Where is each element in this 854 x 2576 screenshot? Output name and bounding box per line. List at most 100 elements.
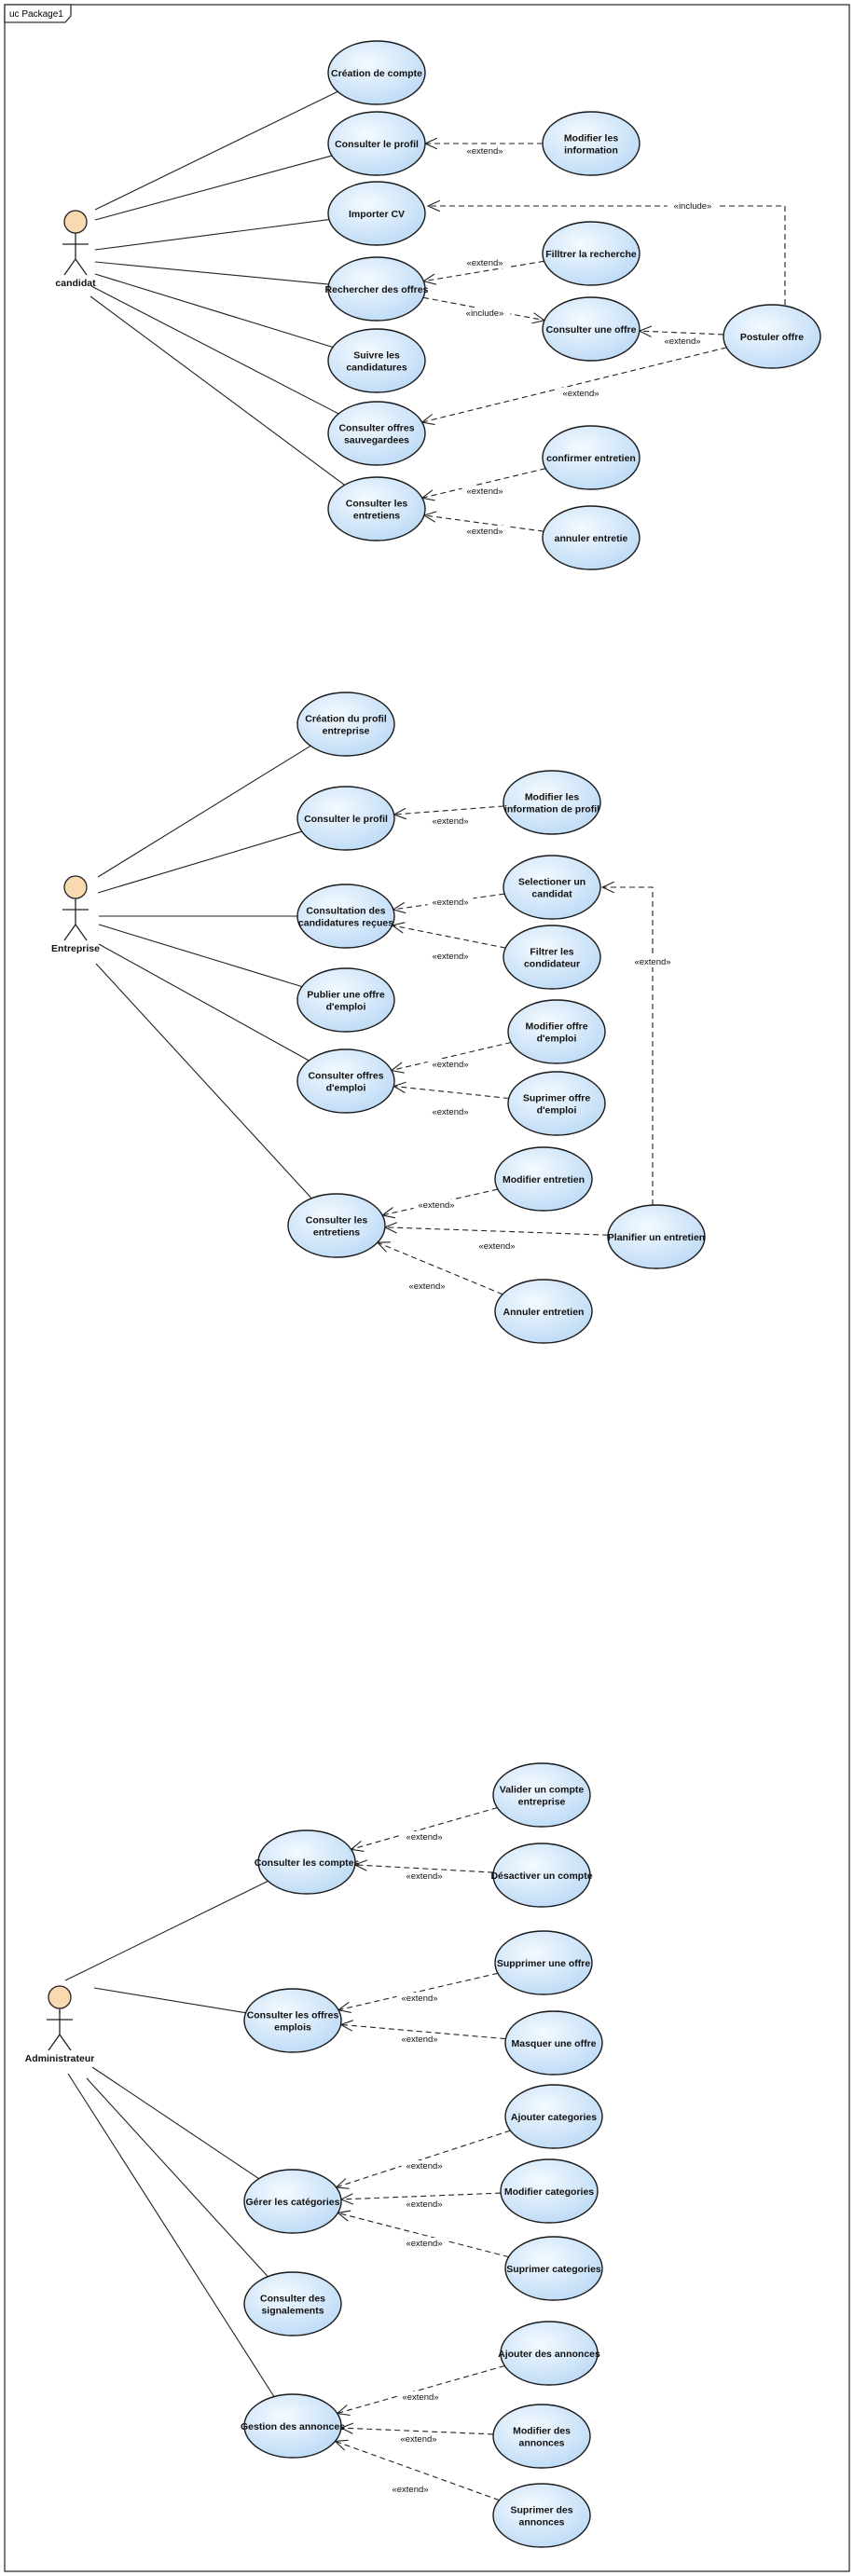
use-case-c-cv[interactable]: Importer CV xyxy=(327,181,426,246)
use-case-ellipse[interactable] xyxy=(492,1762,591,1828)
use-case-ellipse[interactable] xyxy=(492,2483,591,2548)
use-case-c-consulter-offre[interactable]: Consulter une offre xyxy=(542,296,640,362)
use-case-ellipse[interactable] xyxy=(243,2271,342,2336)
use-case-ellipse[interactable] xyxy=(503,855,601,920)
use-case-a-ajout-cat[interactable]: Ajouter categories xyxy=(504,2084,603,2149)
use-case-e-planifier[interactable]: Planifier un entretien xyxy=(607,1204,706,1269)
use-case-ellipse[interactable] xyxy=(327,328,426,393)
relation-line xyxy=(392,925,506,949)
use-case-ellipse[interactable] xyxy=(327,40,426,105)
use-case-ellipse[interactable] xyxy=(500,2158,599,2224)
use-case-ellipse[interactable] xyxy=(507,1071,606,1136)
use-case-ellipse[interactable] xyxy=(723,304,821,369)
use-case-ellipse[interactable] xyxy=(287,1193,386,1258)
use-case-label: condidateur xyxy=(524,959,580,970)
use-case-ellipse[interactable] xyxy=(327,401,426,466)
use-case-ellipse[interactable] xyxy=(327,476,426,541)
use-case-ellipse[interactable] xyxy=(243,2169,342,2234)
use-case-ellipse[interactable] xyxy=(296,884,395,949)
use-case-ellipse[interactable] xyxy=(494,1279,593,1344)
use-case-e-profil[interactable]: Consulter le profil xyxy=(296,786,395,851)
use-case-ellipse[interactable] xyxy=(494,1930,593,1995)
use-case-ellipse[interactable] xyxy=(542,505,640,570)
association-candidat-c-sauv xyxy=(90,285,339,415)
use-case-ellipse[interactable] xyxy=(327,256,426,322)
use-case-ellipse[interactable] xyxy=(504,2084,603,2149)
use-case-ellipse[interactable] xyxy=(507,999,606,1064)
relation-label: «include» xyxy=(466,308,504,319)
use-case-label: Ajouter categories xyxy=(511,2112,597,2123)
use-case-a-modif-cat[interactable]: Modifier categories xyxy=(500,2158,599,2224)
association-entreprise-e-entretiens xyxy=(95,963,312,1199)
use-case-ellipse[interactable] xyxy=(492,1843,591,1908)
use-case-ellipse[interactable] xyxy=(296,692,395,757)
use-case-ellipse[interactable] xyxy=(607,1204,706,1269)
use-case-ellipse[interactable] xyxy=(327,181,426,246)
actor-legs xyxy=(63,257,88,276)
use-case-e-modif-entretien[interactable]: Modifier entretien xyxy=(494,1146,593,1212)
relation-label: «extend» xyxy=(401,2035,437,2045)
use-case-ellipse[interactable] xyxy=(542,111,640,176)
use-case-ellipse[interactable] xyxy=(504,2010,603,2076)
use-case-a-comptes[interactable]: Consulter les comptes xyxy=(255,1829,360,1895)
use-case-a-suppr-offre[interactable]: Supprimer une offre xyxy=(494,1930,593,1995)
use-case-c-confirmer[interactable]: confirmer entretien xyxy=(542,425,640,490)
use-case-ellipse[interactable] xyxy=(503,925,601,990)
actor-entreprise[interactable]: Entreprise xyxy=(51,875,100,954)
use-case-ellipse[interactable] xyxy=(504,2236,603,2301)
use-case-c-profil[interactable]: Consulter le profil xyxy=(327,111,426,176)
use-case-ellipse[interactable] xyxy=(494,1146,593,1212)
use-case-ellipse[interactable] xyxy=(257,1829,356,1895)
relation-label: «extend» xyxy=(401,1994,437,2004)
relation-label: «extend» xyxy=(478,1241,515,1252)
use-case-ellipse[interactable] xyxy=(296,1048,395,1114)
use-case-ellipse[interactable] xyxy=(327,111,426,176)
actor-candidat[interactable]: candidat xyxy=(55,210,96,289)
relation-label: «extend» xyxy=(466,258,503,268)
use-case-c-recherche[interactable]: Rechercher des offres xyxy=(325,256,429,322)
use-case-a-desactiver[interactable]: Désactiver un compte xyxy=(490,1843,593,1908)
actor-admin[interactable]: Administrateur xyxy=(25,1985,95,2064)
use-case-ellipse[interactable] xyxy=(492,2404,591,2469)
use-case-c-creation[interactable]: Création de compte xyxy=(327,40,426,105)
use-case-ellipse[interactable] xyxy=(296,786,395,851)
use-case-e-annuler[interactable]: Annuler entretien xyxy=(494,1279,593,1344)
use-case-a-masquer[interactable]: Masquer une offre xyxy=(504,2010,603,2076)
association-admin-a-signalements xyxy=(86,2077,269,2278)
use-case-a-gestion-ann[interactable]: Gestion des annonces xyxy=(241,2393,345,2459)
use-case-ellipse[interactable] xyxy=(542,221,640,286)
use-case-a-gerer-cat[interactable]: Gérer les catégories xyxy=(243,2169,342,2234)
use-case-ellipse[interactable] xyxy=(542,296,640,362)
use-case-ellipse[interactable] xyxy=(243,1988,342,2053)
use-case-a-ajout-ann[interactable]: Ajouter des annonces xyxy=(498,2321,600,2386)
use-case-ellipse[interactable] xyxy=(500,2321,599,2386)
use-case-c-filtrer[interactable]: Filltrer la recherche xyxy=(542,221,640,286)
use-case-ellipse[interactable] xyxy=(542,425,640,490)
use-case-a-suppr-cat[interactable]: Suprimer categories xyxy=(504,2236,603,2301)
use-case-ellipse[interactable] xyxy=(503,770,601,835)
use-case-ellipse[interactable] xyxy=(296,967,395,1033)
use-case-c-postuler[interactable]: Postuler offre xyxy=(723,304,821,369)
use-case-c-annuler[interactable]: annuler entretie xyxy=(542,505,640,570)
use-case-ellipse[interactable] xyxy=(243,2393,342,2459)
